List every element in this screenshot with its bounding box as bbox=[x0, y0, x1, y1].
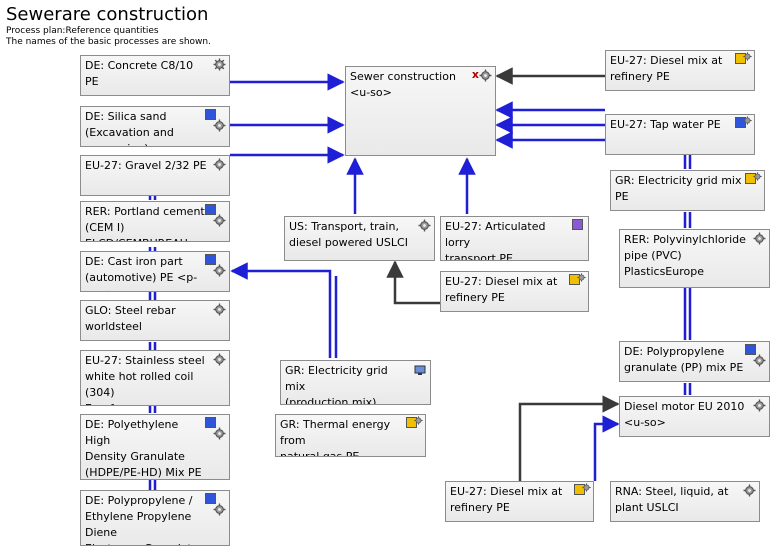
gear-icon bbox=[213, 214, 226, 227]
process-label: US: Transport, train, diesel powered USL… bbox=[289, 220, 408, 249]
process-epdm[interactable]: DE: Polypropylene / Ethylene Propylene D… bbox=[80, 490, 230, 546]
process-tap-water[interactable]: EU-27: Tap water PE bbox=[605, 114, 755, 155]
process-gravel[interactable]: EU-27: Gravel 2/32 PE bbox=[80, 155, 230, 196]
gear-icon bbox=[577, 273, 586, 282]
process-label: GR: Electricity grid mix PE bbox=[615, 174, 742, 203]
purple-square-icon bbox=[572, 219, 583, 230]
process-label: DE: Polyethylene High Density Granulate … bbox=[85, 418, 202, 479]
process-portland-cement[interactable]: RER: Portland cement (CEM I) ELCD/CEMBUR… bbox=[80, 201, 230, 242]
process-label: RNA: Steel, liquid, at plant USLCI bbox=[615, 485, 729, 514]
process-concrete[interactable]: DE: Concrete C8/10 PE bbox=[80, 55, 230, 96]
gear-icon bbox=[582, 483, 591, 492]
process-diesel-mid[interactable]: EU-27: Diesel mix at refinery PE bbox=[440, 271, 589, 312]
process-electricity-grid-right[interactable]: GR: Electricity grid mix PE bbox=[610, 170, 765, 211]
process-label: EU-27: Diesel mix at refinery PE bbox=[450, 485, 563, 514]
blue-square-icon bbox=[205, 254, 216, 265]
process-label: RER: Polyvinylchloride pipe (PVC) Plasti… bbox=[624, 233, 746, 278]
process-label: EU-27: Gravel 2/32 PE bbox=[85, 159, 207, 172]
gear-icon bbox=[414, 416, 423, 425]
flow-steel-motor bbox=[593, 415, 620, 481]
gear-icon bbox=[213, 264, 226, 277]
gear-icon bbox=[213, 303, 226, 316]
gear-icon bbox=[743, 52, 752, 61]
diagram-title: Sewerare construction bbox=[6, 4, 209, 25]
blue-square-icon bbox=[205, 204, 216, 215]
flow-diesel-bot-motor bbox=[518, 395, 620, 481]
gear-icon bbox=[753, 172, 762, 181]
close-icon[interactable]: x bbox=[471, 68, 479, 81]
process-label: EU-27: Stainless steel white hot rolled … bbox=[85, 354, 205, 405]
process-label: GR: Thermal energy from natural gas PE bbox=[280, 418, 391, 457]
gear-icon bbox=[753, 232, 766, 245]
process-pvc-pipe[interactable]: RER: Polyvinylchloride pipe (PVC) Plasti… bbox=[619, 229, 770, 288]
blue-square-icon bbox=[205, 493, 216, 504]
process-sewer-construction[interactable]: Sewer construction <u-so> x bbox=[345, 66, 496, 156]
flow-diesel-mid-train bbox=[386, 260, 440, 305]
blue-square-icon bbox=[745, 344, 756, 355]
gear-icon bbox=[213, 353, 226, 366]
gear-icon bbox=[213, 119, 226, 132]
process-label: DE: Concrete C8/10 PE bbox=[85, 59, 194, 88]
process-train-transport[interactable]: US: Transport, train, diesel powered USL… bbox=[284, 216, 435, 261]
process-steel-liquid[interactable]: RNA: Steel, liquid, at plant USLCI bbox=[610, 481, 760, 522]
blue-square-icon bbox=[205, 109, 216, 120]
gear-icon bbox=[213, 158, 226, 171]
process-label: EU-27: Diesel mix at refinery PE bbox=[610, 54, 723, 83]
process-label: GR: Electricity grid mix (production mix… bbox=[285, 364, 388, 405]
process-steel-rebar[interactable]: GLO: Steel rebar worldsteel bbox=[80, 300, 230, 341]
diagram-subtitle: Process plan:Reference quantities bbox=[6, 26, 159, 36]
process-stainless-steel[interactable]: EU-27: Stainless steel white hot rolled … bbox=[80, 350, 230, 406]
gear-icon bbox=[213, 503, 226, 516]
process-polypropylene[interactable]: DE: Polypropylene granulate (PP) mix PE bbox=[619, 341, 770, 382]
gear-icon bbox=[743, 116, 752, 125]
process-thermal-energy[interactable]: GR: Thermal energy from natural gas PE bbox=[275, 414, 426, 457]
gear-icon bbox=[753, 354, 766, 367]
process-label: GLO: Steel rebar worldsteel bbox=[85, 304, 176, 333]
process-hdpe[interactable]: DE: Polyethylene High Density Granulate … bbox=[80, 414, 230, 480]
gear-icon bbox=[743, 484, 756, 497]
process-label: RER: Portland cement (CEM I) ELCD/CEMBUR… bbox=[85, 205, 205, 241]
process-cast-iron[interactable]: DE: Cast iron part (automotive) PE <p-ag… bbox=[80, 251, 230, 292]
gear-icon bbox=[418, 219, 431, 232]
process-label: EU-27: Articulated lorry transport PE bbox=[445, 220, 546, 261]
gear-icon bbox=[213, 58, 226, 71]
process-label: DE: Polypropylene / Ethylene Propylene D… bbox=[85, 494, 199, 545]
process-label: DE: Polypropylene granulate (PP) mix PE bbox=[624, 345, 744, 374]
process-silica-sand[interactable]: DE: Silica sand (Excavation and processi… bbox=[80, 106, 230, 147]
process-label: Diesel motor EU 2010 <u-so> bbox=[624, 400, 745, 429]
process-label: Sewer construction <u-so> bbox=[350, 70, 456, 99]
process-label: EU-27: Tap water PE bbox=[610, 118, 721, 131]
gear-icon bbox=[213, 427, 226, 440]
process-label: DE: Cast iron part (automotive) PE <p-ag… bbox=[85, 255, 198, 291]
process-diesel-top[interactable]: EU-27: Diesel mix at refinery PE bbox=[605, 50, 755, 91]
gear-icon bbox=[753, 399, 766, 412]
process-electricity-production[interactable]: GR: Electricity grid mix (production mix… bbox=[280, 360, 431, 405]
process-label: DE: Silica sand (Excavation and processi… bbox=[85, 110, 174, 146]
gear-icon bbox=[479, 69, 492, 82]
process-label: EU-27: Diesel mix at refinery PE bbox=[445, 275, 558, 304]
flow-electricity-castiron bbox=[230, 262, 332, 358]
process-diesel-motor[interactable]: Diesel motor EU 2010 <u-so> bbox=[619, 396, 770, 437]
process-diesel-bottom[interactable]: EU-27: Diesel mix at refinery PE bbox=[445, 481, 594, 522]
monitor-icon bbox=[414, 365, 426, 375]
process-lorry-transport[interactable]: EU-27: Articulated lorry transport PE bbox=[440, 216, 589, 261]
diagram-note: The names of the basic processes are sho… bbox=[6, 37, 211, 47]
blue-square-icon bbox=[205, 417, 216, 428]
